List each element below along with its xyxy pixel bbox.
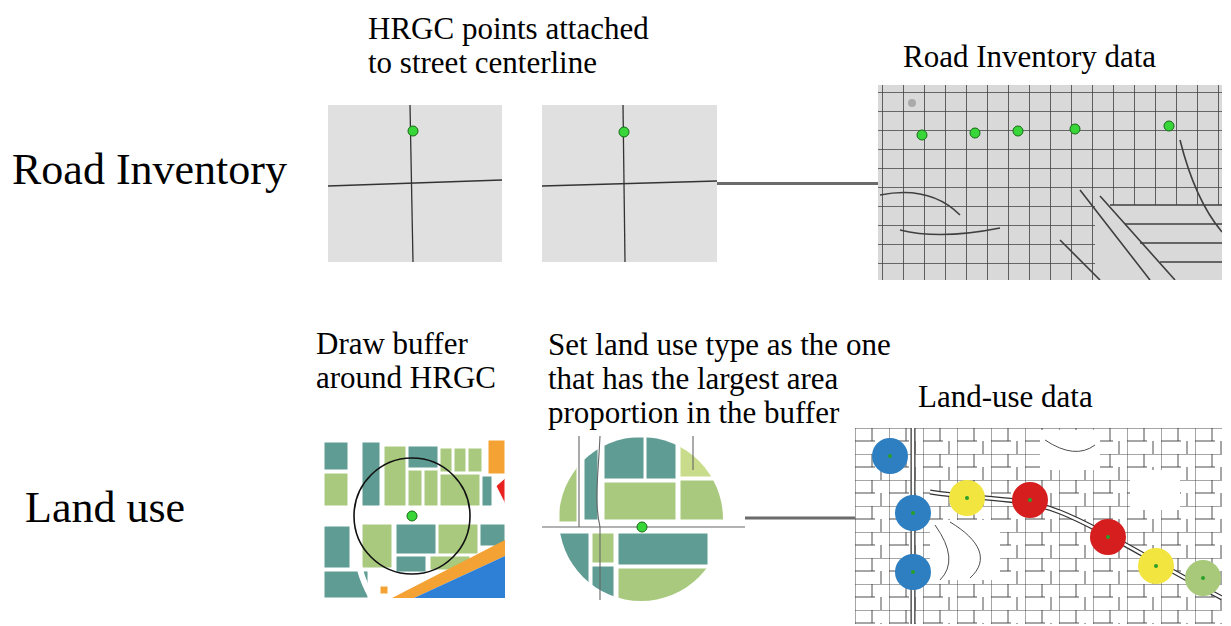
- map-panel: Road Inventory data: [878, 85, 1222, 280]
- land-parcel-map: [322, 440, 505, 598]
- panel-caption: Draw buffer around HRGC: [316, 327, 506, 395]
- connector-line: [745, 517, 855, 520]
- caption-text: Road Inventory data: [903, 40, 1156, 74]
- row-label-text: Land use: [25, 483, 185, 534]
- connector-line: [717, 182, 878, 185]
- map-panel: Set land use type as the one that has th…: [542, 436, 745, 600]
- map-panel: Draw buffer around HRGC: [322, 440, 505, 598]
- panel-caption: HRGC points attached to street centerlin…: [368, 12, 668, 80]
- panel-caption: Land-use data: [918, 380, 1093, 414]
- row-label: Land use: [25, 483, 185, 534]
- caption-text: HRGC points attached to street centerlin…: [368, 12, 668, 80]
- road-panel: [542, 105, 717, 262]
- road-network-map: [878, 85, 1222, 280]
- buffer-clip-map: [542, 436, 745, 603]
- land-use-map: [855, 428, 1222, 624]
- panel-caption: Set land use type as the one that has th…: [548, 328, 906, 430]
- road-panel: [328, 105, 502, 262]
- caption-text: Set land use type as the one that has th…: [548, 328, 906, 430]
- panel-caption: Road Inventory data: [903, 40, 1156, 74]
- caption-text: Draw buffer around HRGC: [316, 327, 506, 395]
- map-panel: HRGC points attached to street centerlin…: [328, 105, 717, 262]
- row-label: Road Inventory: [12, 145, 287, 196]
- row-label-text: Road Inventory: [12, 145, 287, 196]
- caption-text: Land-use data: [918, 380, 1093, 414]
- map-panel: Land-use data: [855, 428, 1222, 624]
